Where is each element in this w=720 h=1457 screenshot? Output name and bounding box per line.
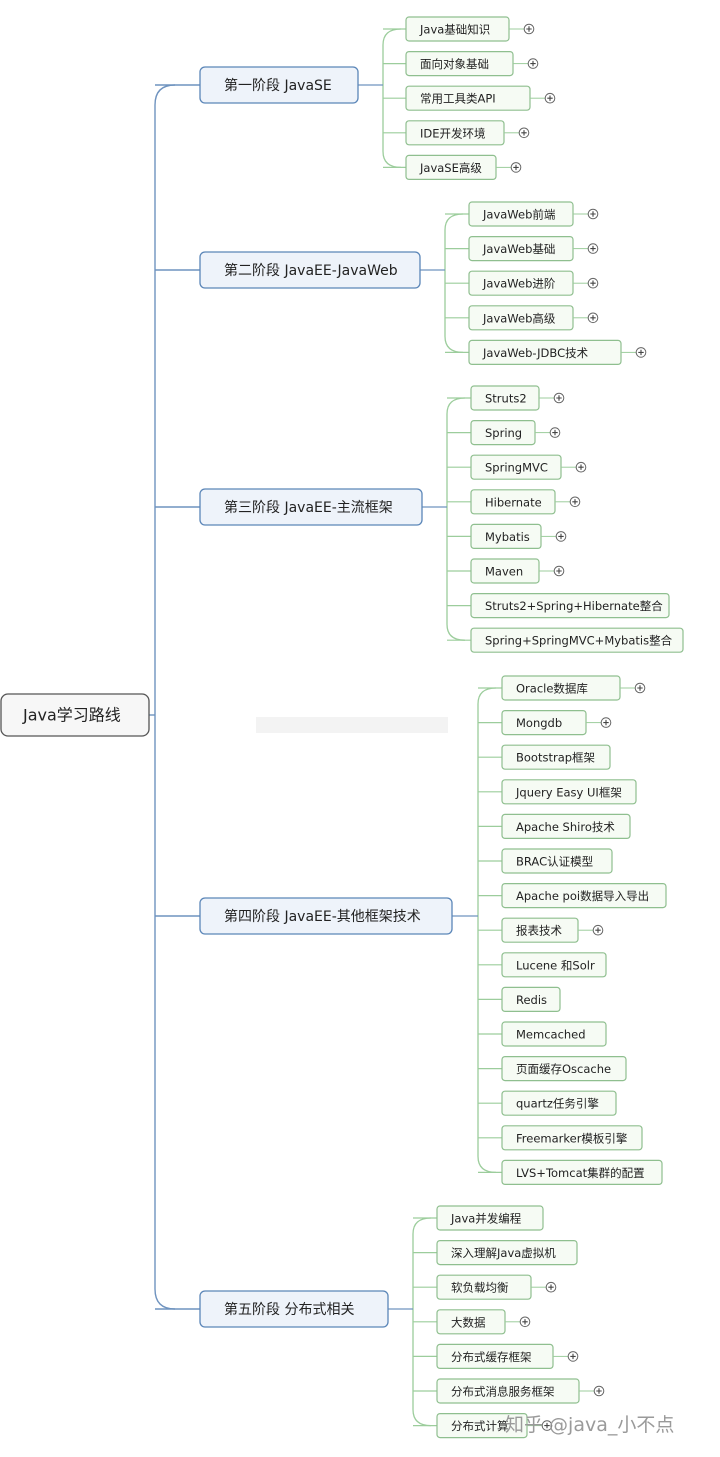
- topic-label: 报表技术: [516, 924, 562, 938]
- plus-icon: [522, 1319, 528, 1325]
- plus-icon: [558, 533, 564, 540]
- topic-node[interactable]: [501, 744, 611, 770]
- stage-node-4[interactable]: [199, 897, 453, 935]
- plus-icon: [590, 315, 596, 321]
- topic-label: Redis: [516, 993, 547, 1007]
- topic-label: BRAC认证模型: [516, 855, 593, 869]
- topic-label: JavaWeb基础: [482, 242, 555, 256]
- topic-label: JavaWeb进阶: [482, 277, 556, 291]
- plus-icon: [590, 280, 596, 286]
- plus-icon: [590, 245, 596, 252]
- topic-label: Struts2+Spring+Hibernate整合: [485, 599, 663, 613]
- watermark: 知乎 @java_小不点: [505, 1414, 675, 1436]
- plus-icon: [570, 1353, 576, 1360]
- topic-label: Mongdb: [516, 716, 562, 730]
- plus-icon: [544, 1422, 550, 1429]
- plus-icon: [530, 60, 536, 67]
- topic-label: Memcached: [516, 1028, 586, 1042]
- topic-label: Oracle数据库: [516, 682, 588, 696]
- topic-label: Lucene 和Solr: [516, 958, 595, 972]
- topic-node[interactable]: [501, 1090, 617, 1116]
- branch-bracket: [446, 397, 466, 641]
- topic-label: JavaWeb高级: [482, 311, 556, 325]
- topic-label: Maven: [485, 565, 523, 579]
- topic-label: Struts2: [485, 392, 527, 406]
- topic-node[interactable]: [501, 1159, 663, 1186]
- stage-label-3: 第三阶段 JavaEE-主流框架: [224, 499, 393, 516]
- plus-icon: [578, 464, 584, 470]
- plus-icon: [556, 568, 562, 574]
- blur-stripe: [256, 717, 448, 733]
- plus-icon: [552, 429, 558, 436]
- topic-label: Spring: [485, 426, 522, 440]
- topic-label: 分布式缓存框架: [451, 1350, 532, 1364]
- plus-icon: [637, 685, 643, 691]
- topic-label: quartz任务引擎: [516, 1097, 599, 1111]
- topic-label: JavaWeb前端: [482, 208, 555, 222]
- topic-node[interactable]: [470, 627, 684, 653]
- stage-label-4: 第四阶段 JavaEE-其他框架技术: [224, 908, 421, 925]
- topic-label: 深入理解Java虚拟机: [451, 1246, 556, 1260]
- plus-icon: [556, 395, 562, 401]
- topic-node[interactable]: [501, 1021, 607, 1047]
- topic-label: Hibernate: [485, 495, 542, 509]
- topic-label: 页面缓存Oscache: [516, 1062, 611, 1076]
- topic-label: Mybatis: [485, 530, 530, 544]
- topic-node[interactable]: [501, 882, 667, 909]
- topic-label: Freemarker模板引擎: [516, 1131, 628, 1145]
- plus-icon: [513, 164, 519, 171]
- trunk-line: [154, 84, 176, 1310]
- plus-icon: [521, 130, 527, 136]
- topic-label: Jquery Easy UI框架: [515, 785, 622, 799]
- topic-label: Java基础知识: [419, 23, 490, 37]
- topic-node[interactable]: [436, 1205, 544, 1231]
- topic-label: JavaWeb-JDBC技术: [482, 346, 589, 360]
- topic-label: IDE开发环境: [420, 126, 486, 140]
- topic-node[interactable]: [436, 1239, 578, 1266]
- topic-label: 大数据: [451, 1315, 486, 1329]
- stage-label-5: 第五阶段 分布式相关: [224, 1301, 354, 1318]
- plus-icon: [596, 1388, 602, 1394]
- topic-node[interactable]: [501, 1055, 627, 1082]
- topic-node[interactable]: [501, 848, 613, 874]
- plus-icon: [603, 719, 609, 726]
- topic-label: LVS+Tomcat集群的配置: [516, 1166, 645, 1180]
- topic-label: JavaSE高级: [419, 161, 482, 175]
- stage-node-1[interactable]: [199, 66, 359, 104]
- plus-icon: [638, 349, 644, 356]
- stage-label-1: 第一阶段 JavaSE: [224, 77, 332, 94]
- plus-icon: [590, 211, 596, 217]
- topic-label: Apache Shiro技术: [516, 820, 615, 834]
- topic-label: 面向对象基础: [420, 57, 489, 71]
- plus-icon: [548, 1284, 554, 1290]
- topic-label: 软负载均衡: [451, 1281, 509, 1295]
- topic-label: SpringMVC: [485, 461, 548, 475]
- topic-node[interactable]: [470, 592, 670, 619]
- topic-label: 分布式消息服务框架: [451, 1385, 555, 1399]
- topic-label: 常用工具类API: [420, 92, 496, 106]
- topic-label: Java并发编程: [450, 1212, 522, 1226]
- root-title: Java学习路线: [22, 706, 121, 725]
- stage-label-2: 第二阶段 JavaEE-JavaWeb: [224, 262, 398, 279]
- plus-icon: [572, 499, 578, 505]
- stage-node-2[interactable]: [199, 251, 421, 289]
- topic-label: Bootstrap框架: [516, 751, 595, 765]
- topic-label: Apache poi数据导入导出: [516, 889, 649, 903]
- stage-node-3[interactable]: [199, 488, 423, 526]
- topic-node[interactable]: [501, 813, 631, 840]
- stage-node-5[interactable]: [199, 1290, 389, 1328]
- topic-node[interactable]: [501, 952, 607, 978]
- topic-node[interactable]: [501, 1125, 643, 1151]
- topic-node[interactable]: [501, 986, 561, 1013]
- topic-label: Spring+SpringMVC+Mybatis整合: [485, 634, 673, 648]
- plus-icon: [526, 26, 532, 32]
- topic-node[interactable]: [501, 779, 637, 805]
- plus-icon: [547, 95, 553, 101]
- topic-label: 分布式计算: [451, 1419, 509, 1433]
- root-node[interactable]: [0, 693, 150, 737]
- plus-icon: [595, 927, 601, 933]
